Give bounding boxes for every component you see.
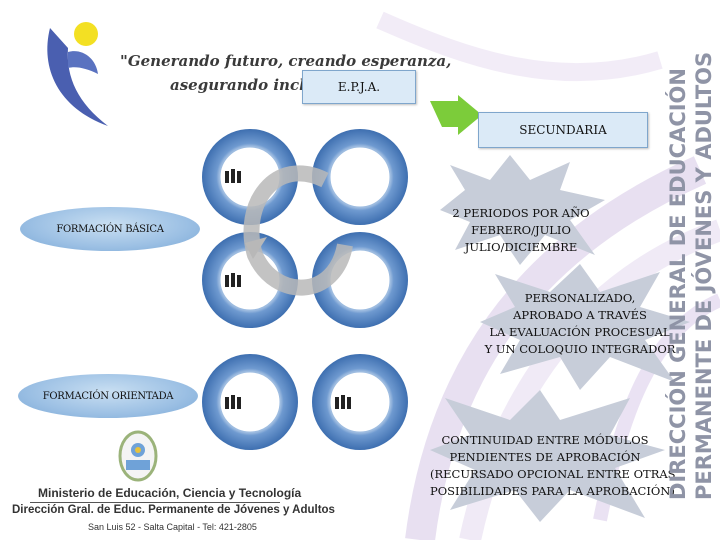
vertical-title-line2: PERMANENTE DE JÓVENES Y ADULTOS xyxy=(692,51,716,500)
module-circles xyxy=(202,129,408,450)
burst-personalizado xyxy=(480,264,690,390)
direction-name: Dirección Gral. de Educ. Permanente de J… xyxy=(12,504,335,516)
burst-continuidad xyxy=(430,390,665,522)
address-text: San Luis 52 - Salta Capital - Tel: 421-2… xyxy=(88,522,257,532)
people-icon xyxy=(225,169,351,409)
burst-periodos xyxy=(440,155,605,265)
arrow-right-icon xyxy=(430,95,482,135)
module-circle-6 xyxy=(312,354,408,450)
coat-of-arms-icon xyxy=(118,430,158,482)
formacion-basica-ellipse: FORMACIÓN BÁSICA xyxy=(20,207,200,251)
ministry-name: Ministerio de Educación, Ciencia y Tecno… xyxy=(38,486,302,500)
logo-figure xyxy=(38,18,128,128)
slogan-line1: "Generando futuro, creando esperanza, xyxy=(120,52,452,70)
module-circle-5 xyxy=(202,354,298,450)
vertical-title-line1: DIRECCIÓN GENERAL DE EDUCACIÓN xyxy=(666,68,690,500)
formacion-orientada-label: FORMACIÓN ORIENTADA xyxy=(42,390,174,402)
continuidad-text: CONTINUIDAD ENTRE MÓDULOS PENDIENTES DE … xyxy=(430,433,676,498)
formacion-orientada-ellipse: FORMACIÓN ORIENTADA xyxy=(18,374,198,418)
epja-box: E.P.J.A. xyxy=(302,70,416,104)
periodos-text: 2 PERIODOS POR AÑO FEBRERO/JULIO JULIO/D… xyxy=(452,206,590,254)
formacion-basica-label: FORMACIÓN BÁSICA xyxy=(56,223,164,235)
module-circle-2 xyxy=(312,129,408,225)
secundaria-box: SECUNDARIA xyxy=(478,112,648,148)
personalizado-text: PERSONALIZADO, APROBADO A TRAVÉS LA EVAL… xyxy=(484,291,676,356)
footer-divider xyxy=(30,502,280,503)
